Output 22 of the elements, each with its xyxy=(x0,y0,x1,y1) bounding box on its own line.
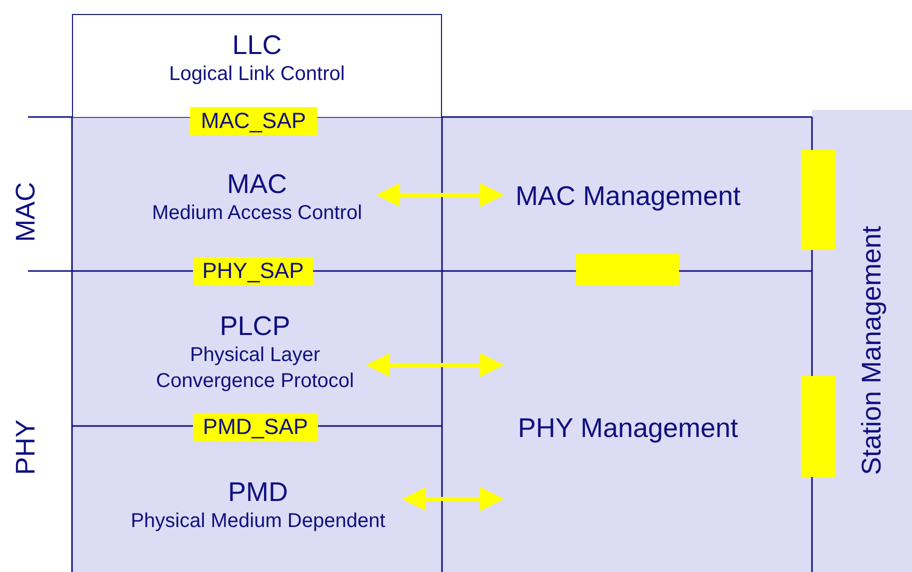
layer-subtitle: Logical Link Control xyxy=(169,62,345,87)
layer-title: MAC xyxy=(227,168,287,200)
layer-title: PLCP xyxy=(220,310,290,342)
sap-label: PMD_SAP xyxy=(193,413,318,441)
layer-subtitle: Medium Access Control xyxy=(152,201,362,226)
sap-marker xyxy=(801,150,835,250)
side-label: MAC xyxy=(10,181,42,244)
layer-title: PMD xyxy=(228,476,288,508)
sap-marker xyxy=(576,254,679,285)
block-title: MAC Management xyxy=(500,178,756,214)
column-title: Station Management xyxy=(850,150,894,550)
layer-subtitle: Physical Medium Dependent xyxy=(130,509,386,534)
layer-title: LLC xyxy=(232,29,282,61)
sap-marker xyxy=(801,376,835,477)
side-label: PHY xyxy=(10,418,42,477)
sap-label: PHY_SAP xyxy=(193,257,313,285)
block-title: PHY Management xyxy=(500,330,756,525)
layer-subtitle: Physical Layer Convergence Protocol xyxy=(155,343,355,394)
sap-label: MAC_SAP xyxy=(190,107,317,135)
double-arrow xyxy=(366,353,504,377)
double-arrow xyxy=(402,487,504,511)
double-arrow xyxy=(376,183,504,207)
